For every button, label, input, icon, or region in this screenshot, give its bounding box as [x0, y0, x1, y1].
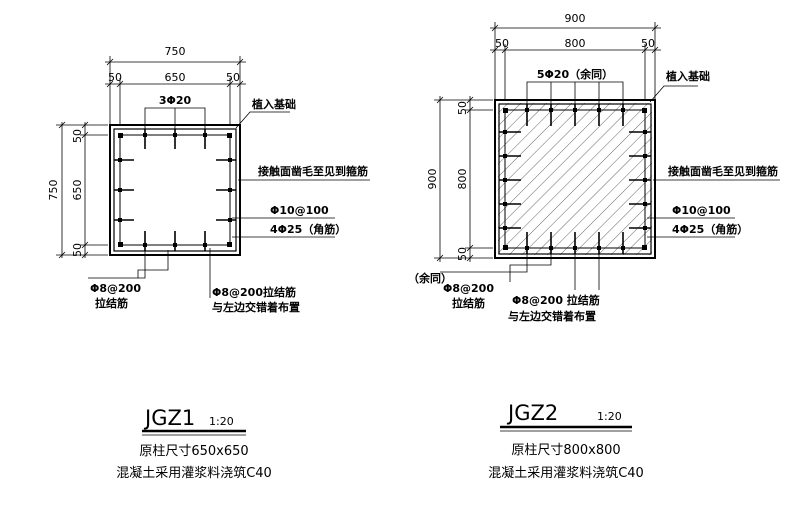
jgz2-section	[494, 99, 656, 259]
jgz2-note-same: （余同）	[408, 271, 452, 285]
jgz2-title-scale: 1:20	[597, 410, 622, 423]
jgz1-title-scale: 1:20	[209, 415, 234, 428]
jgz2-dim-top-total: 900	[565, 12, 586, 25]
jgz2-leaders	[440, 81, 780, 290]
jgz1-dim-top-left: 50	[108, 71, 122, 84]
jgz1-note-tie-right-2: 与左边交错着布置	[212, 300, 300, 314]
jgz2-title-line1: 原柱尺寸800x800	[511, 443, 620, 458]
jgz2-left-dimensions	[434, 96, 493, 262]
jgz2-dim-left-total: 900	[426, 169, 439, 190]
jgz1-note-corner-bars: 4Φ25（角筋）	[270, 222, 346, 236]
jgz2-top-dimensions	[490, 22, 661, 100]
jgz1-note-roughen: 接触面凿毛至见到箍筋	[258, 164, 368, 178]
jgz2-dim-left-top: 50	[456, 101, 469, 115]
jgz1-dim-top-right: 50	[226, 71, 240, 84]
jgz1-title-name: JGZ1	[143, 406, 195, 430]
jgz1-dim-top-mid: 650	[165, 71, 186, 84]
jgz1-leaders	[88, 107, 370, 298]
jgz2-note-corner-bars: 4Φ25（角筋）	[672, 222, 748, 236]
jgz2-dim-top-mid: 800	[565, 37, 586, 50]
jgz2-dim-top-right: 50	[641, 37, 655, 50]
jgz2-title-line2: 混凝土采用灌浆料浇筑C40	[488, 465, 644, 481]
jgz1-title-line2: 混凝土采用灌浆料浇筑C40	[116, 465, 272, 481]
jgz2-dim-left-bottom: 50	[456, 247, 469, 261]
jgz2-title-name: JGZ2	[506, 401, 558, 425]
jgz2-note-tie-left-1: Φ8@200	[443, 282, 494, 295]
jgz1-left-dimensions	[56, 121, 108, 259]
jgz1-note-plant: 植入基础	[251, 97, 296, 111]
detail-jgz1: 750 50 650 50 750 50 650 50	[47, 45, 370, 481]
detail-jgz2: 900 50 800 50 900 50 800 50	[408, 12, 780, 481]
jgz1-note-top-bars: 3Φ20	[159, 94, 192, 107]
jgz1-dim-top-total: 750	[165, 45, 186, 58]
jgz1-note-tie-right-1: Φ8@200拉结筋	[212, 285, 296, 299]
jgz2-note-roughen: 接触面凿毛至见到箍筋	[668, 164, 778, 178]
jgz1-note-stirrup: Φ10@100	[270, 204, 329, 217]
jgz2-note-stirrup: Φ10@100	[672, 204, 731, 217]
jgz1-dim-left-total: 750	[47, 180, 60, 201]
jgz2-note-tie-right-2: 与左边交错着布置	[508, 309, 596, 323]
jgz2-dim-left-mid: 800	[456, 169, 469, 190]
jgz1-section	[109, 124, 241, 256]
jgz1-top-dimensions	[105, 56, 246, 124]
jgz1-dim-left-top: 50	[71, 129, 84, 143]
jgz2-note-plant: 植入基础	[665, 69, 710, 83]
jgz2-title-block: JGZ2 1:20 原柱尺寸800x800 混凝土采用灌浆料浇筑C40	[488, 401, 644, 481]
jgz1-title-line1: 原柱尺寸650x650	[139, 444, 248, 459]
jgz1-title-block: JGZ1 1:20 原柱尺寸650x650 混凝土采用灌浆料浇筑C40	[116, 406, 272, 481]
jgz2-note-top-bars: 5Φ20（余同）	[537, 67, 613, 81]
jgz2-note-tie-left-2: 拉结筋	[452, 296, 485, 310]
jgz1-dim-left-mid: 650	[71, 180, 84, 201]
jgz2-dim-top-left: 50	[495, 37, 509, 50]
jgz2-note-tie-right-1: Φ8@200 拉结筋	[512, 293, 600, 307]
jgz1-note-tie-left-1: Φ8@200	[90, 282, 141, 295]
jgz1-dim-left-bottom: 50	[71, 243, 84, 257]
jgz1-note-tie-left-2: 拉结筋	[95, 296, 128, 310]
